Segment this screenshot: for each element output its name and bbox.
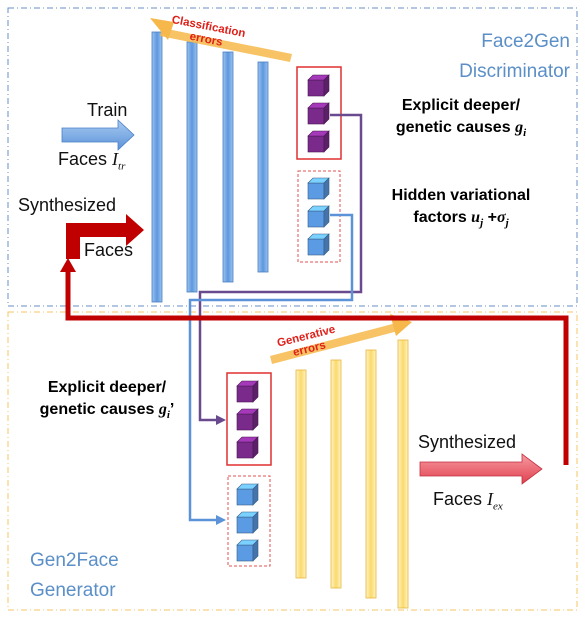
disc-explicit-subscript: i — [523, 127, 527, 140]
synthesized-loop-head — [60, 258, 76, 272]
disc-hidden-label: Hidden variational factors uj +σj — [378, 185, 544, 234]
gen-explicit-label: Explicit deeper/ genetic causes gi’ — [22, 377, 192, 426]
output-faces-symbol: I — [487, 489, 494, 509]
disc-explicit-symbol: g — [515, 119, 524, 136]
output-faces-text: Faces — [433, 489, 483, 509]
hidden-cube — [307, 205, 330, 228]
gen-layer-1 — [295, 369, 307, 579]
train-faces-subscript: tr — [118, 160, 126, 173]
gen-hidden-box — [227, 475, 271, 567]
hidden-cube — [236, 483, 259, 506]
synthesized-input-faces-label: Faces — [84, 240, 134, 260]
train-faces-label: Faces Itr — [58, 149, 125, 173]
synthesized-feedback-loop — [65, 272, 569, 465]
disc-hidden-line2: factors uj +σj — [378, 207, 544, 234]
disc-layer-2 — [186, 41, 198, 293]
gen-explicit-cubes — [226, 372, 272, 466]
gen-explicit-prime: ’ — [169, 401, 175, 418]
disc-hidden-line1: Hidden variational — [391, 187, 531, 204]
disc-hidden-u: u — [471, 209, 481, 226]
explicit-cube — [236, 436, 259, 459]
disc-explicit-line1: Explicit deeper/ — [401, 97, 521, 114]
disc-layer-3 — [222, 51, 234, 283]
disc-layer-4 — [257, 61, 269, 273]
gen-explicit-line2: genetic causes gi’ — [22, 399, 192, 426]
discriminator-title-line2: Discriminator — [459, 61, 570, 82]
train-input-arrow — [61, 119, 135, 151]
disc-hidden-sigma: σ — [496, 209, 506, 226]
disc-explicit-box — [296, 66, 342, 160]
gen-explicit-box — [226, 372, 272, 466]
hidden-cube — [236, 539, 259, 562]
explicit-cube — [307, 74, 330, 97]
generator-title: Gen2Face Generator — [30, 549, 119, 603]
train-faces-symbol: I — [112, 149, 119, 169]
hidden-cube — [307, 177, 330, 200]
disc-explicit-line2: genetic causes gi — [376, 117, 546, 144]
explicit-cube — [307, 102, 330, 125]
disc-hidden-plus: + — [483, 209, 497, 226]
synthesized-output-faces-label: Faces Iex — [433, 489, 503, 513]
generator-panel — [7, 311, 578, 611]
disc-layer-1 — [151, 31, 163, 303]
hidden-cube — [307, 233, 330, 256]
discriminator-title-line1: Face2Gen — [481, 31, 570, 52]
explicit-cube — [236, 380, 259, 403]
hidden-cube — [236, 511, 259, 534]
gen-explicit-symbol: g — [158, 401, 167, 418]
disc-hidden-box — [297, 170, 341, 263]
disc-hidden-sigma-sub: j — [505, 217, 509, 230]
disc-explicit-text: genetic causes — [395, 119, 511, 136]
discriminator-panel — [7, 7, 578, 307]
synthesized-output-arrow — [419, 453, 543, 485]
connector-blue — [188, 213, 354, 522]
gen-layer-3 — [365, 349, 377, 599]
disc-hidden-cubes — [297, 170, 341, 263]
synthesized-output-label: Synthesized — [418, 432, 517, 452]
gen-explicit-line1: Explicit deeper/ — [47, 379, 167, 396]
connector-purple — [198, 113, 363, 422]
generator-title-line1: Gen2Face — [30, 550, 119, 571]
train-label: Train — [87, 100, 128, 120]
output-faces-subscript: ex — [493, 500, 503, 513]
train-faces-text: Faces — [58, 149, 108, 169]
classification-errors-arrow — [150, 18, 292, 62]
discriminator-title: Face2Gen Discriminator — [420, 30, 570, 84]
generator-title-line2: Generator — [30, 580, 116, 601]
gen-layer-4 — [397, 339, 409, 609]
connector-blue-head — [216, 515, 226, 525]
gen-layer-2 — [330, 359, 342, 589]
gen-explicit-subscript: i — [166, 409, 170, 422]
disc-hidden-u-sub: j — [480, 217, 484, 230]
gen-explicit-text: genetic causes — [39, 401, 155, 418]
gen-hidden-cubes — [227, 475, 271, 567]
disc-explicit-label: Explicit deeper/ genetic causes gi — [376, 95, 546, 144]
explicit-cube — [307, 130, 330, 153]
connector-purple-head — [216, 415, 226, 425]
generator-layers — [295, 339, 409, 609]
disc-hidden-prefix: factors — [413, 209, 467, 226]
disc-explicit-cubes — [296, 66, 342, 160]
synthesized-input-label: Synthesized — [18, 195, 117, 215]
synthesized-input-arrow — [66, 214, 144, 259]
explicit-cube — [236, 408, 259, 431]
discriminator-layers — [151, 31, 269, 303]
